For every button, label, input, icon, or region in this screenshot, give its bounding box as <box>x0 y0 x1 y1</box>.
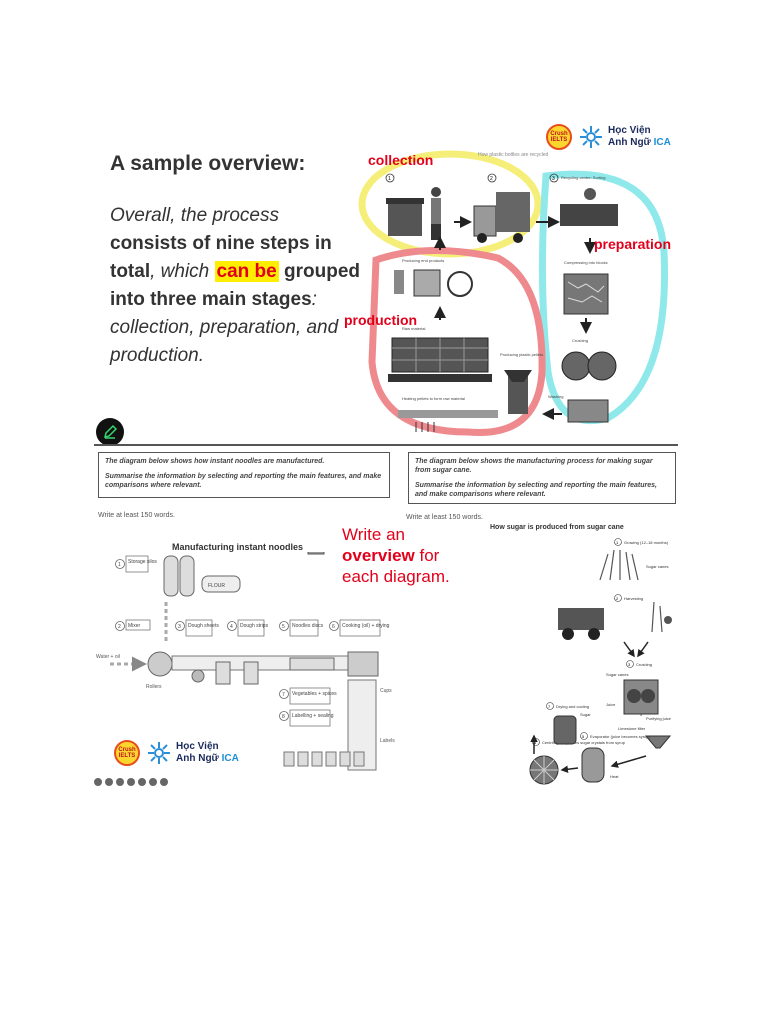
heat-label: Heat <box>610 774 619 779</box>
crushing-label: Crushing <box>636 662 652 667</box>
noodle-discs-label: Noodles discs <box>292 623 324 629</box>
task-box-noodles: The diagram below shows how instant nood… <box>98 452 390 498</box>
limestone-label: Limestone filter <box>618 726 646 731</box>
purifying-label: Purifying juice <box>646 716 672 721</box>
svg-text:8: 8 <box>282 714 285 720</box>
svg-text:7: 7 <box>548 704 551 709</box>
flower-logo-icon <box>148 742 170 764</box>
harvesting-label: Harvesting <box>624 596 643 601</box>
svg-text:6: 6 <box>534 740 537 745</box>
pen-icon <box>103 424 118 439</box>
flour-label: FLOUR <box>208 583 225 589</box>
overview-callout: Write an overview for each diagram. <box>342 525 450 586</box>
dough-strips-label: Dough strips <box>240 623 269 629</box>
ica-logo: Crush IELTS Học Viện Anh Ngữ ICA <box>546 124 676 154</box>
divider <box>94 444 678 446</box>
evaporator-label: Evaporator (juice becomes syrup) <box>590 734 650 739</box>
word-count-note-right: Write at least 150 words. <box>406 514 483 521</box>
step-6-label: Producing plastic pellets <box>500 352 543 357</box>
zoom-icon[interactable] <box>116 778 124 786</box>
more-icon[interactable] <box>160 778 168 786</box>
dough-sheets-label: Dough sheets <box>188 623 219 629</box>
step-7-label: Heating pellets to form raw material <box>402 396 465 401</box>
mixer-label: Mixer <box>128 623 141 629</box>
slide: Crush IELTS Học Viện Anh Ngữ ICA A sampl… <box>94 122 678 788</box>
labels-label: Labels <box>380 738 395 744</box>
task-box-sugar: The diagram below shows the manufacturin… <box>408 452 676 504</box>
svg-text:2: 2 <box>616 596 619 601</box>
water-oil-label: Water + oil <box>96 654 120 660</box>
step-5-label: Crushing <box>572 338 588 343</box>
grid-icon[interactable] <box>127 778 135 786</box>
storage-silos-label: Storage silos <box>128 559 157 565</box>
svg-text:1: 1 <box>616 540 619 545</box>
step-4-label: Compressing into blocks <box>564 260 608 265</box>
svg-text:3: 3 <box>178 624 181 630</box>
crush-ielts-badge: Crush IELTS <box>546 124 572 150</box>
pen-icon[interactable] <box>105 778 113 786</box>
stage-label-collection: collection <box>368 152 434 168</box>
word-count-note-left: Write at least 150 words. <box>98 512 175 519</box>
svg-text:5: 5 <box>282 624 285 630</box>
menu-icon[interactable] <box>149 778 157 786</box>
centrifuge-label: Centrifuge separates sugar crystals from… <box>542 740 626 745</box>
vegetables-label: Vegetables + spices <box>292 691 337 697</box>
svg-text:5: 5 <box>582 734 585 739</box>
labelling-label: Labelling + sealing <box>292 713 334 719</box>
noodles-diagram-title: Manufacturing instant noodles <box>172 542 304 552</box>
svg-text:1: 1 <box>118 562 121 568</box>
rollers-label: Rollers <box>146 684 162 690</box>
sugar-canes-label: Sugar canes <box>646 564 668 569</box>
camera-icon[interactable] <box>138 778 146 786</box>
sugar-diagram-title: How sugar is produced from sugar cane <box>490 524 624 531</box>
cups-label: Cups <box>380 688 392 694</box>
logo-line-2: Anh Ngữ ICA <box>608 137 671 148</box>
cooking-label: Cooking (oil) + drying <box>342 623 390 629</box>
stage-label-preparation: preparation <box>594 236 672 252</box>
step-9-label: Producing end products <box>402 258 444 263</box>
stage-label-production: production <box>344 312 418 328</box>
edit-pen-button[interactable] <box>96 418 124 446</box>
plastic-recycling-diagram: How plastic bottles are recycled 1 2 3 R… <box>344 142 678 444</box>
production-loop <box>368 247 546 436</box>
overview-title: A sample overview: <box>110 152 306 175</box>
ica-logo-bottom: Crush IELTS Học Viện Anh Ngữ ICA <box>114 740 244 770</box>
juice-label: Juice <box>606 702 616 707</box>
svg-text:6: 6 <box>332 624 335 630</box>
crush-ielts-badge: Crush IELTS <box>114 740 140 766</box>
sugar-production-diagram: 1 Growing (12–18 months) Sugar canes 2 H… <box>434 530 678 788</box>
washing-label: Washing <box>548 394 563 399</box>
instant-noodles-diagram: 1 Storage silos FLOUR 2 Mixer 3 Dough sh… <box>94 531 404 788</box>
svg-text:4: 4 <box>230 624 233 630</box>
svg-text:7: 7 <box>282 692 285 698</box>
svg-text:Sugar canes: Sugar canes <box>606 672 628 677</box>
flower-logo-icon <box>580 126 602 148</box>
step-3-num: 3 <box>552 176 555 182</box>
overview-paragraph: Overall, the process consists of nine st… <box>110 205 361 366</box>
process-title: How plastic bottles are recycled <box>478 152 549 158</box>
step-8-label: Raw material <box>402 326 425 331</box>
svg-text:3: 3 <box>628 662 631 667</box>
step-1-num: 1 <box>388 176 391 182</box>
step-2-num: 2 <box>490 176 493 182</box>
sugar-label: Sugar <box>580 712 591 717</box>
logo-line-1: Học Viện <box>608 125 651 136</box>
slide-toolbar <box>94 778 174 788</box>
svg-text:2: 2 <box>118 624 121 630</box>
growing-label: Growing (12–18 months) <box>624 540 669 545</box>
svg-text:4: 4 <box>640 712 643 717</box>
back-icon[interactable] <box>94 778 102 786</box>
highlight-text: can be <box>214 261 279 282</box>
step-3-label: Recycling centre: Sorting <box>561 175 605 180</box>
drying-label: Drying and cooling <box>556 704 589 709</box>
